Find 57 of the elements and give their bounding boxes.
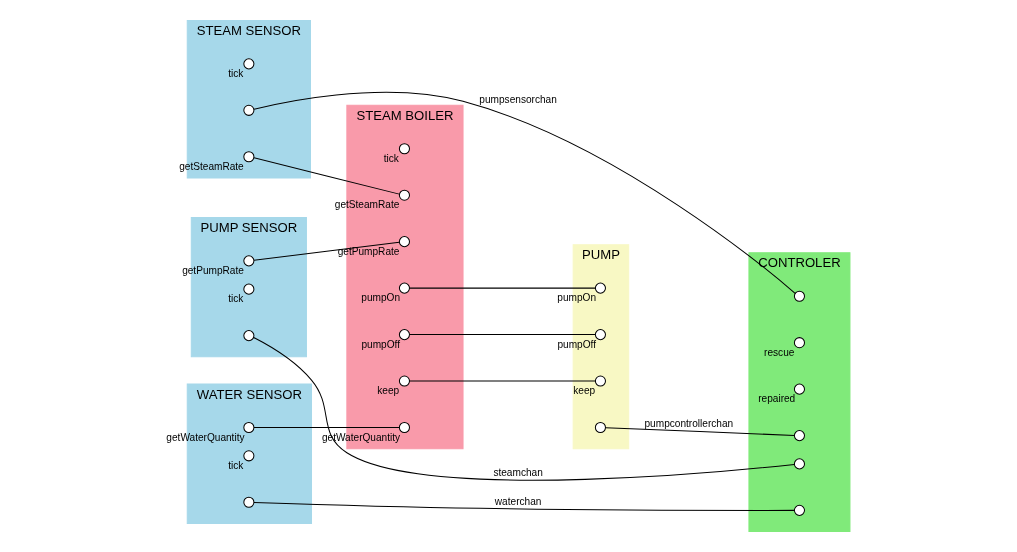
node-circle: [793, 290, 805, 302]
node-circle: [793, 337, 805, 349]
connector: [253, 241, 400, 261]
node-label: pumpOff: [361, 338, 400, 350]
node-label: getWaterQuantity: [166, 431, 245, 443]
node-circle: [398, 236, 410, 248]
node-circle: [793, 430, 805, 442]
node-label: tick: [383, 152, 399, 164]
connector: [409, 334, 596, 336]
node-circle: [243, 255, 255, 267]
edge-label: waterchan: [494, 496, 542, 508]
connector: [253, 427, 400, 429]
node-label: keep: [573, 385, 596, 397]
node-circle: [398, 143, 410, 155]
node-label: pumpOff: [557, 338, 596, 350]
connector: [253, 501, 795, 511]
node-label: pumpOn: [557, 292, 597, 304]
node-circle: [243, 496, 255, 508]
node-circle: [243, 283, 255, 295]
node-label: rescue: [764, 346, 795, 358]
node-circle: [243, 58, 255, 70]
node-circle: [243, 421, 255, 434]
node-label: getSteamRate: [179, 160, 244, 172]
node-circle: [398, 421, 410, 434]
node-circle: [243, 330, 255, 342]
node-circle: [594, 375, 606, 387]
node-label: tick: [228, 67, 244, 79]
node-circle: [243, 151, 255, 163]
node-circle: [398, 189, 410, 201]
node-circle: [243, 104, 255, 116]
node-circle: [594, 282, 606, 294]
connector: [253, 91, 796, 294]
node-circle: [243, 450, 255, 462]
node-label: repaired: [758, 393, 796, 405]
node-circle: [398, 375, 410, 387]
connector: [253, 337, 795, 481]
connector: [409, 287, 596, 289]
node-label: keep: [377, 385, 400, 397]
node-circle: [398, 329, 410, 341]
node-circle: [594, 329, 606, 341]
node-circle: [793, 504, 805, 516]
edge-label: pumpsensorchan: [479, 94, 557, 106]
connector: [605, 427, 795, 436]
node-circle: [793, 383, 805, 395]
node-label: getPumpRate: [182, 264, 244, 276]
node-label: tick: [228, 293, 244, 305]
node-label: tick: [228, 459, 244, 471]
connector: [253, 157, 400, 195]
node-circle: [594, 421, 606, 434]
edge-label: pumpcontrollerchan: [644, 417, 734, 429]
node-label: pumpOn: [361, 292, 401, 304]
connector: [409, 380, 596, 382]
node-circle: [793, 458, 805, 470]
node-label: getSteamRate: [334, 199, 400, 211]
node-label: getPumpRate: [337, 245, 400, 257]
node-circle: [398, 282, 410, 294]
edge-label: steamchan: [493, 467, 543, 479]
